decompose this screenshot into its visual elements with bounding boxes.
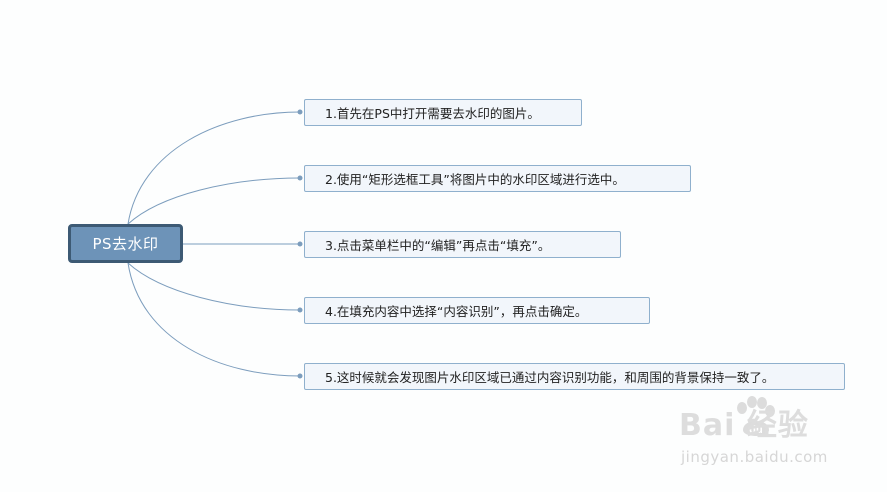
- subtopic-3-label: 3.点击菜单栏中的“编辑”再点击“填充”。: [325, 238, 551, 253]
- subtopic-4[interactable]: 4.在填充内容中选择“内容识别”，再点击确定。: [304, 297, 650, 324]
- subtopic-3[interactable]: 3.点击菜单栏中的“编辑”再点击“填充”。: [304, 231, 621, 258]
- connector-1: [127, 111, 301, 225]
- subtopic-2-label: 2.使用“矩形选框工具”将图片中的水印区域进行选中。: [325, 172, 625, 187]
- baidu-jingyan-watermark: du Bai 经验 jingyan.baidu.com: [675, 396, 875, 476]
- connector-5: [127, 262, 301, 377]
- subtopic-1-label: 1.首先在PS中打开需要去水印的图片。: [325, 106, 540, 121]
- root-topic-label: PS去水印: [92, 235, 159, 253]
- subtopic-1[interactable]: 1.首先在PS中打开需要去水印的图片。: [304, 99, 582, 126]
- svg-text:du: du: [749, 424, 762, 436]
- connector-4: [127, 262, 301, 311]
- baidu-paw-icon: du: [737, 396, 775, 436]
- connector-dot-3: [297, 241, 303, 247]
- watermark-brand: Bai 经验: [679, 408, 809, 443]
- connector-dot-2: [297, 175, 303, 181]
- connector-2: [127, 177, 301, 225]
- subtopic-4-label: 4.在填充内容中选择“内容识别”，再点击确定。: [325, 304, 588, 319]
- subtopic-5-label: 5.这时候就会发现图片水印区域已通过内容识别功能，和周围的背景保持一致了。: [325, 370, 775, 385]
- root-topic[interactable]: PS去水印: [68, 224, 183, 263]
- connector-dot-1: [297, 109, 303, 115]
- connector-dot-4: [297, 307, 303, 313]
- subtopic-2[interactable]: 2.使用“矩形选框工具”将图片中的水印区域进行选中。: [304, 165, 691, 192]
- connector-dot-5: [297, 373, 303, 379]
- subtopic-5[interactable]: 5.这时候就会发现图片水印区域已通过内容识别功能，和周围的背景保持一致了。: [304, 363, 845, 390]
- watermark-url: jingyan.baidu.com: [681, 448, 828, 466]
